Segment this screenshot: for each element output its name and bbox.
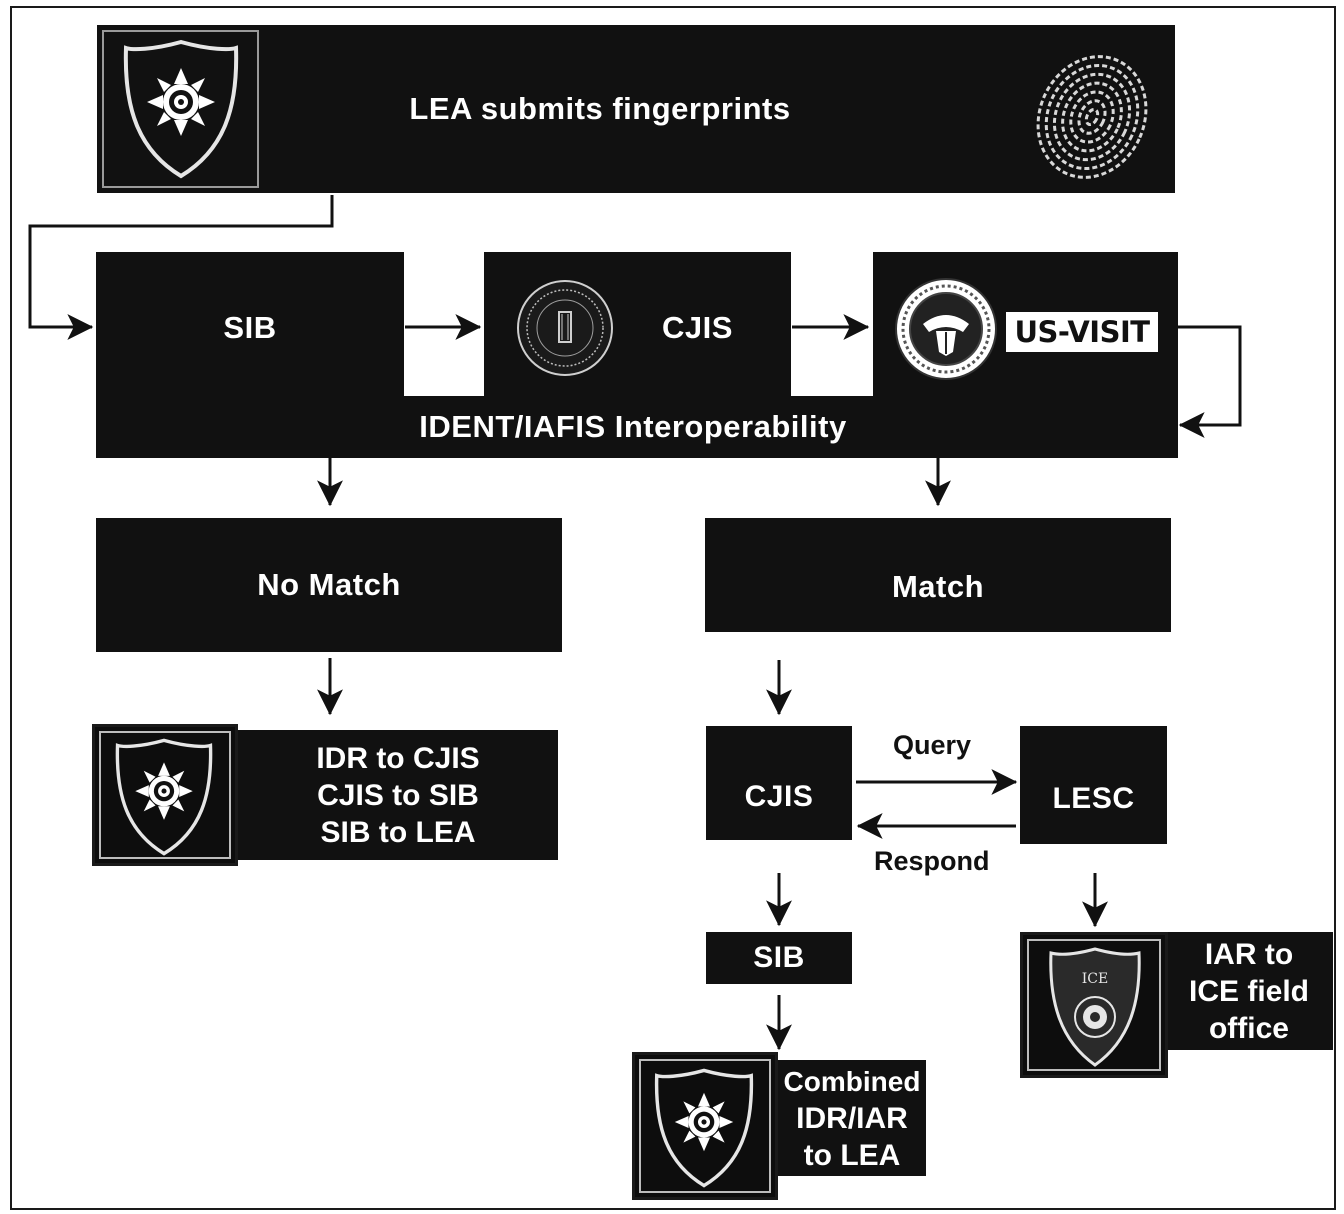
cjis-top-label: CJIS: [662, 310, 733, 345]
lesc-box: LESC: [1020, 726, 1167, 844]
combined-result-line-2: IDR/IAR: [796, 1101, 908, 1135]
no-match-result-line-3: SIB to LEA: [320, 815, 476, 849]
arrow-usvisit-loop: [1178, 325, 1242, 438]
lea-badge-top-frame: [102, 30, 259, 188]
iar-result-box: IAR to ICE field office: [1165, 932, 1333, 1050]
lea-submits-box: LEA submits fingerprints: [97, 25, 1175, 193]
fbi-seal-icon: [517, 280, 613, 376]
iar-result-line-1: IAR to: [1204, 937, 1294, 971]
fingerprint-icon: [1036, 55, 1148, 179]
no-match-result-box: IDR to CJIS CJIS to SIB SIB to LEA: [238, 730, 558, 860]
police-badge-icon: [115, 738, 213, 856]
lea-submits-label: LEA submits fingerprints: [409, 91, 791, 126]
respond-label: Respond: [874, 846, 990, 876]
sib-top-label: SIB: [223, 310, 277, 345]
sib-top-box: SIB: [96, 252, 404, 402]
police-badge-icon: [654, 1068, 754, 1188]
combined-result-line-3: to LEA: [803, 1138, 901, 1172]
ice-badge-text: ICE: [1082, 971, 1108, 987]
dhs-seal-icon: [895, 278, 997, 380]
arrow-lea-to-sib: [28, 195, 334, 340]
ice-badge-frame: ICE: [1020, 932, 1168, 1078]
lea-badge-combined: [632, 1052, 778, 1200]
ice-badge-icon: ICE: [1049, 947, 1141, 1067]
police-badge-icon: [123, 39, 239, 179]
cjis-bottom-label: CJIS: [744, 780, 814, 813]
diagram-frame: [10, 6, 1336, 1210]
cjis-bottom-box: CJIS: [706, 726, 852, 840]
query-label: Query: [893, 730, 972, 760]
no-match-label: No Match: [257, 567, 401, 602]
combined-result-box: Combined IDR/IAR to LEA: [778, 1060, 926, 1176]
sib-bottom-box: SIB: [706, 932, 852, 984]
ident-iafis-band: IDENT/IAFIS Interoperability: [96, 396, 1178, 458]
no-match-result-line-1: IDR to CJIS: [316, 741, 480, 775]
combined-result-line-1: Combined: [783, 1065, 921, 1097]
lea-badge-nomatch: [92, 724, 238, 866]
lesc-label: LESC: [1052, 782, 1135, 815]
usvisit-label: US-VISIT: [1006, 312, 1158, 352]
no-match-result-line-2: CJIS to SIB: [317, 778, 479, 812]
no-match-box: No Match: [96, 518, 562, 652]
ident-iafis-label: IDENT/IAFIS Interoperability: [419, 409, 847, 444]
iar-result-line-2: ICE field: [1188, 974, 1309, 1008]
match-label: Match: [891, 569, 985, 604]
sib-bottom-label: SIB: [753, 941, 805, 974]
match-box: Match: [705, 518, 1171, 632]
iar-result-line-3: office: [1208, 1011, 1289, 1045]
